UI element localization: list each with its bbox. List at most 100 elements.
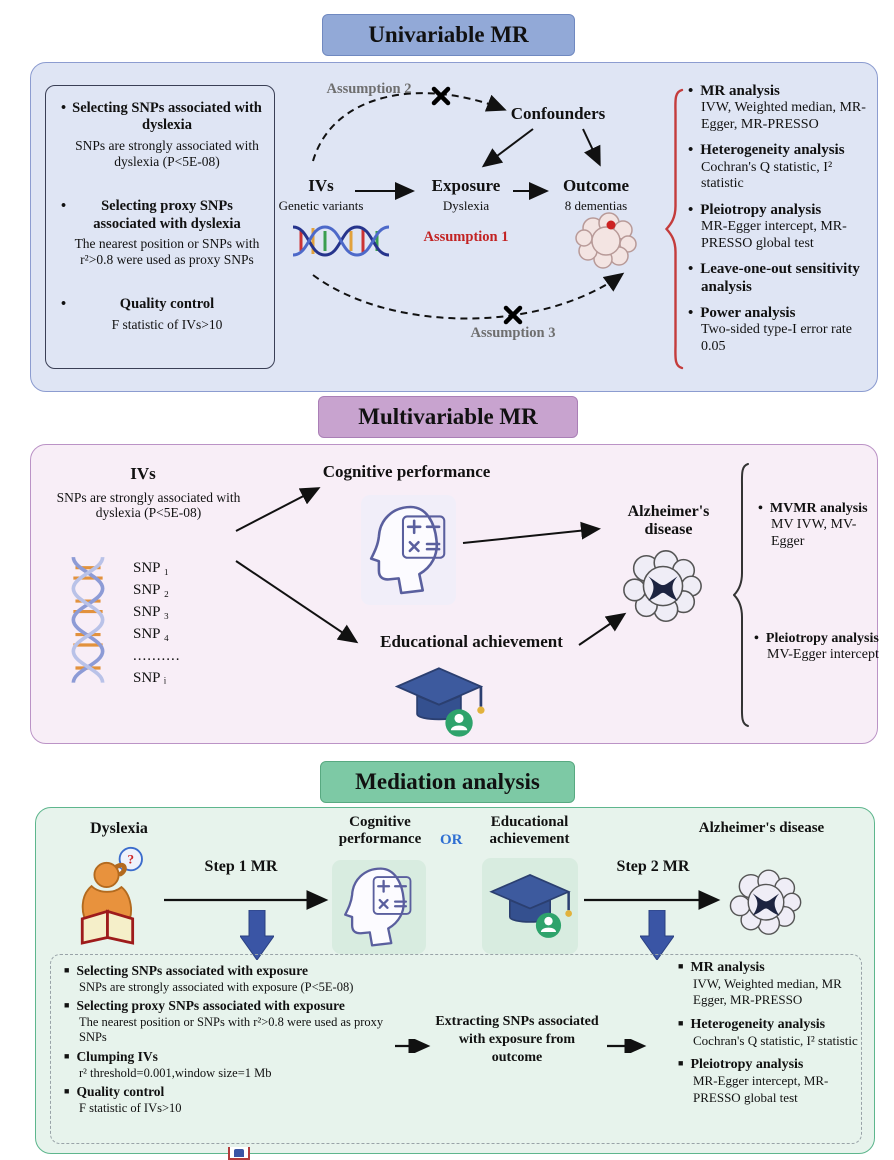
analysis-title: MR analysis xyxy=(690,959,859,976)
analysis-detail: IVW, Weighted median, MR Egger, MR-PRESS… xyxy=(693,976,842,1008)
flow-arrow xyxy=(607,1039,647,1053)
snp-item: SNP ᵢ xyxy=(133,670,167,686)
ivs-sublabel: Genetic variants xyxy=(278,198,364,213)
snp-ellipsis: .......... xyxy=(133,648,181,664)
analysis-item: Heterogeneity analysis Cochran's Q stati… xyxy=(677,1016,859,1049)
exposure-selection-list: Selecting SNPs associated with exposure … xyxy=(63,963,411,1116)
analysis-detail: MR-Egger intercept, MR-PRESSO global tes… xyxy=(693,1073,829,1105)
mvmr-pleiotropy-list: Pleiotropy analysis MV-Egger intercept xyxy=(753,631,879,664)
assumption3-label: Assumption 3 xyxy=(470,325,556,341)
analysis-title: Leave-one-out sensitivity analysis xyxy=(700,261,875,296)
lesion-dot xyxy=(606,220,616,230)
analysis-item: MVMR analysis MV IVW, MV-Egger xyxy=(757,501,875,550)
mediation-analysis-panel: Dyslexia ? Step 1 MR Cognitive performan… xyxy=(35,807,875,1154)
analysis-item: Pleiotropy analysis MR-Egger intercept, … xyxy=(677,1056,859,1106)
univariable-mr-panel: Selecting SNPs associated with dyslexia … xyxy=(30,62,878,392)
selection-item-title: Selecting proxy SNPs associated with dys… xyxy=(72,198,262,233)
outcome-node: Outcome xyxy=(562,176,630,195)
selection-item-detail: F statistic of IVs>10 xyxy=(79,1100,182,1115)
analysis-detail: IVW, Weighted median, MR-Egger, MR-PRESS… xyxy=(701,100,866,132)
educational-achievement-node: Educational achievement xyxy=(489,814,570,848)
confounders-node: Confounders xyxy=(510,104,606,123)
multivariable-mr-banner: Multivariable MR xyxy=(318,396,578,438)
cropped-bottom-artifact xyxy=(228,1147,250,1160)
analysis-title: Pleiotropy analysis xyxy=(690,1056,859,1073)
educational-achievement-node: Educational achievement xyxy=(380,632,563,651)
head-math-icon xyxy=(332,860,426,954)
analysis-detail: Cochran's Q statistic, I² statistic xyxy=(701,159,833,192)
selection-item-title: Selecting SNPs associated with dyslexia xyxy=(72,100,262,135)
analysis-title: Power analysis xyxy=(700,305,875,322)
mediation-analysis-banner: Mediation analysis xyxy=(320,761,575,803)
selection-item-detail: SNPs are strongly associated with dyslex… xyxy=(75,137,259,169)
analysis-title: Pleiotropy analysis xyxy=(766,631,879,647)
analysis-item: Pleiotropy analysis MR-Egger intercept, … xyxy=(687,202,875,252)
analysis-list: MR analysis IVW, Weighted median, MR-Egg… xyxy=(687,83,875,355)
selection-item-title: Selecting proxy SNPs associated with exp… xyxy=(76,998,411,1015)
selection-item: Clumping IVs r² threshold=0.001,window s… xyxy=(63,1049,411,1081)
graduation-cap-icon xyxy=(393,661,485,743)
brain-icon xyxy=(571,209,641,273)
dag-arrows xyxy=(312,86,625,325)
selection-item: Quality control F statistic of IVs>10 xyxy=(63,1084,411,1116)
selection-item: Selecting proxy SNPs associated with exp… xyxy=(63,998,411,1046)
person-reading-icon: ? xyxy=(72,844,156,946)
down-arrow-icon xyxy=(240,910,274,960)
head-math-icon xyxy=(361,495,456,605)
or-label: OR xyxy=(440,832,463,848)
assumption2-label: Assumption 2 xyxy=(326,81,412,97)
ivs-node: IVs xyxy=(308,176,334,195)
analysis-item: MR analysis IVW, Weighted median, MR Egg… xyxy=(677,959,859,1009)
selection-item-title: Quality control xyxy=(72,296,262,313)
x-mark-icon xyxy=(431,86,523,325)
selection-item-detail: F statistic of IVs>10 xyxy=(111,316,223,332)
red-brace xyxy=(665,87,685,371)
analysis-item: Power analysis Two-sided type-I error ra… xyxy=(687,305,875,355)
analysis-detail: Cochran's Q statistic, I² statistic xyxy=(693,1032,858,1048)
mvmr-arrows xyxy=(235,487,627,646)
step-arrows xyxy=(164,890,721,910)
cognitive-performance-node: Cognitive performance xyxy=(322,462,491,481)
extracting-snps-label: Extracting SNPs associated with exposure… xyxy=(435,1014,599,1066)
flow-arrow xyxy=(395,1039,431,1053)
selection-item-detail: The nearest position or SNPs with r²>0.8… xyxy=(74,235,260,268)
selection-item: Selecting SNPs associated with dyslexia … xyxy=(54,100,266,170)
selection-item-detail: SNPs are strongly associated with exposu… xyxy=(79,979,354,994)
multivariable-mr-panel: IVs SNPs are strongly associated with dy… xyxy=(30,444,879,744)
dag-diagram: Assumption 2 Confounders IVs Genetic var… xyxy=(271,63,691,393)
black-brace xyxy=(733,461,751,729)
analysis-item: Heterogeneity analysis Cochran's Q stati… xyxy=(687,142,875,192)
snp-item: SNP ₄ xyxy=(133,626,169,642)
selection-item: Quality control F statistic of IVs>10 xyxy=(54,296,266,333)
brain-icon xyxy=(726,866,806,942)
alzheimers-disease-node: Alzheimer's disease xyxy=(627,503,710,539)
analysis-item: Pleiotropy analysis MV-Egger intercept xyxy=(753,631,879,664)
ivs-node: IVs xyxy=(130,464,156,483)
selection-item-title: Quality control xyxy=(76,1084,411,1101)
assumption1-label: Assumption 1 xyxy=(423,229,509,245)
down-arrow-icon xyxy=(640,910,674,960)
dyslexia-node: Dyslexia xyxy=(90,820,148,837)
exposure-node: Exposure xyxy=(431,176,501,195)
selection-item-title: Selecting SNPs associated with exposure xyxy=(76,963,411,980)
snp-list: SNP ₁ SNP ₂ SNP ₃ SNP ₄ .......... SNP ᵢ xyxy=(133,557,213,689)
analysis-title: Pleiotropy analysis xyxy=(700,202,875,219)
step2-mr-label: Step 2 MR xyxy=(616,858,690,875)
analysis-detail: MV IVW, MV-Egger xyxy=(771,517,857,549)
mediation-analysis-list: MR analysis IVW, Weighted median, MR Egg… xyxy=(677,959,859,1106)
analysis-item: Leave-one-out sensitivity analysis xyxy=(687,261,875,296)
svg-text:?: ? xyxy=(128,852,135,867)
step1-mr-label: Step 1 MR xyxy=(204,858,278,875)
analysis-detail: MV-Egger intercept xyxy=(767,647,879,663)
snp-selection-box: Selecting SNPs associated with dyslexia … xyxy=(45,85,275,369)
selection-item: Selecting proxy SNPs associated with dys… xyxy=(54,198,266,268)
analysis-title: MVMR analysis xyxy=(770,501,875,517)
brain-icon xyxy=(619,547,707,629)
snp-item: SNP ₃ xyxy=(133,604,169,620)
graduation-cap-icon xyxy=(482,858,578,954)
analysis-title: MR analysis xyxy=(700,83,875,100)
mvmr-analysis-list: MVMR analysis MV IVW, MV-Egger xyxy=(757,501,875,550)
analysis-detail: Two-sided type-I error rate 0.05 xyxy=(701,322,853,354)
outcome-sublabel: 8 dementias xyxy=(564,198,628,213)
analysis-detail: MR-Egger intercept, MR-PRESSO global tes… xyxy=(701,219,847,251)
